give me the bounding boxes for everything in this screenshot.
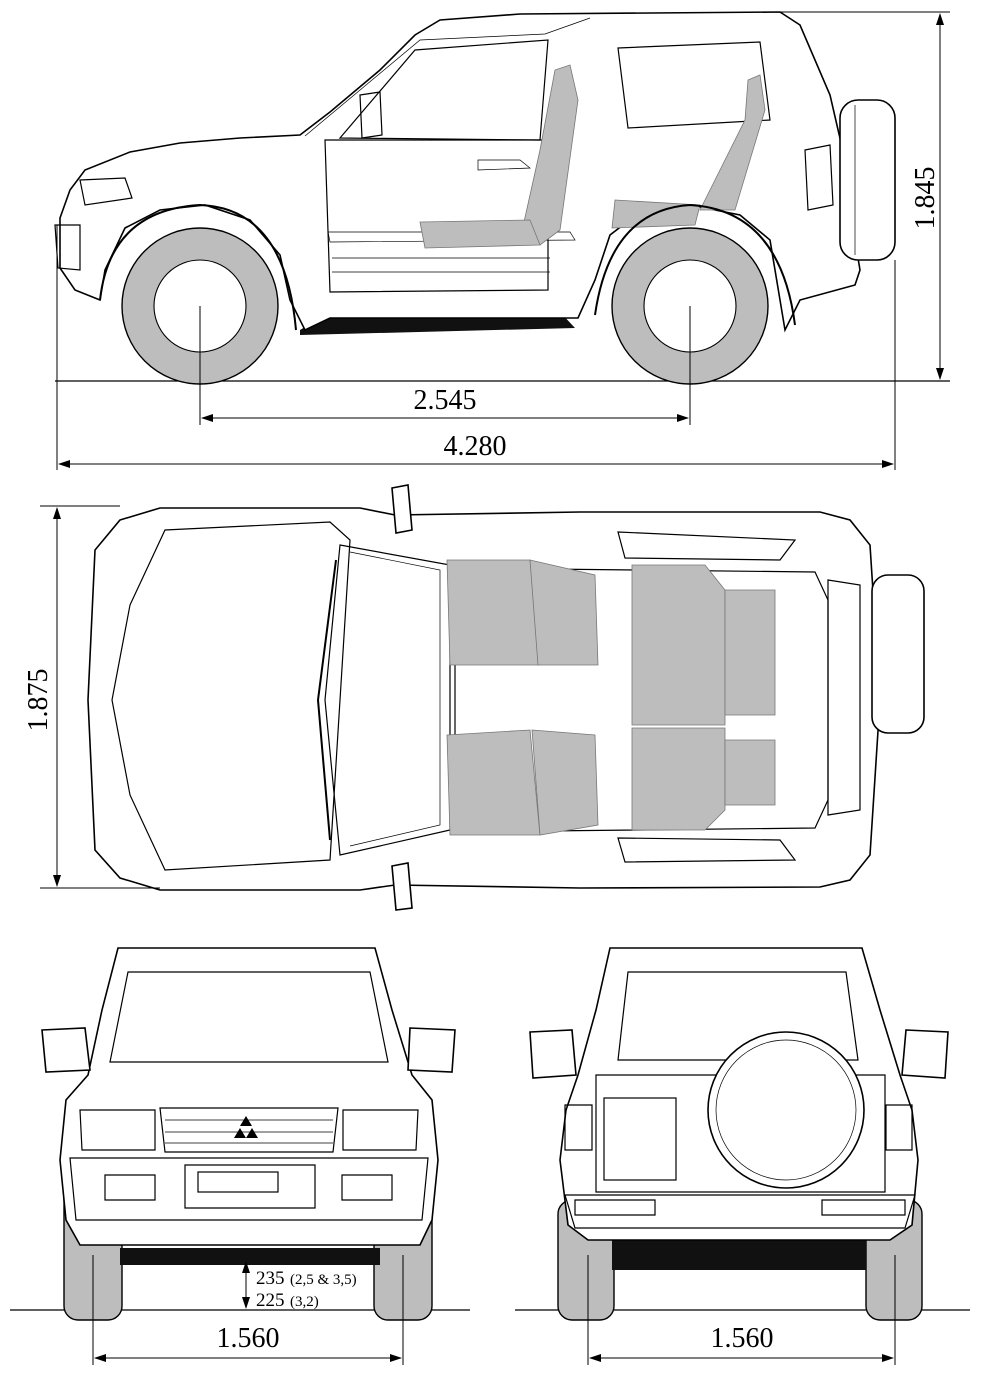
front-license-plate [197,1171,279,1193]
front-fog-left [104,1174,156,1201]
top-spare-wheel [871,574,925,734]
side-rear-window [617,41,771,129]
side-front-seat-base [419,219,541,249]
top-wiper [316,559,337,841]
rear-mirror-right [901,1029,949,1079]
width-label: 1.875 [23,669,54,732]
clearance-b-label: 225 [256,1290,285,1311]
front-bumper [69,1157,429,1221]
top-windshield [324,544,451,856]
height-label: 1.845 [910,167,941,230]
rear-plate-panel [603,1097,677,1181]
front-mirror-right [407,1027,456,1073]
rear-spare-wheel-rim [715,1039,857,1181]
side-door [324,139,549,293]
rear-track-label: 1.560 [711,1323,774,1354]
side-tail-lamp [804,144,834,211]
rear-reflector-left [574,1199,656,1216]
top-rear-bench-right [631,727,726,831]
top-rear-back-right [724,739,776,806]
top-side-window-lower [617,837,797,863]
top-front-seat-right-back [531,729,599,836]
top-view: 1.875 [23,484,925,911]
clearance-a-label: 235 [256,1268,285,1289]
rear-window [617,971,859,1061]
rear-tail-lamp-right [885,1104,913,1151]
top-hood [111,521,351,871]
top-mirror-upper [391,484,413,534]
front-badge-logo [234,1116,258,1138]
top-front-seat-right [446,729,541,836]
front-body-outline [59,947,439,1246]
top-rear-bench-left [631,564,726,726]
front-fog-right [341,1174,393,1201]
side-door-handle [477,159,531,171]
top-windshield-inner [349,551,441,847]
length-label: 4.280 [444,431,507,462]
side-mirror [359,91,383,139]
front-headlight-right [342,1109,419,1151]
rear-bumper [564,1194,916,1229]
front-windshield [109,971,389,1063]
side-front-seat-back [519,64,579,246]
front-underbody [120,1248,380,1265]
top-front-seat-left [446,559,541,666]
top-rear-back-left [724,589,776,716]
top-mirror-lower [391,862,413,911]
clearance-a-note: (2,5 & 3,5) [290,1272,357,1288]
top-front-seat-left-back [529,559,599,666]
side-headlight [79,177,133,206]
top-rear-window [827,579,861,816]
side-front-window [338,39,549,141]
front-plate-area [184,1164,316,1209]
rear-spare-wheel [707,1031,865,1189]
front-view: 235 (2,5 & 3,5) 225 (3,2) 1.560 [10,947,470,1365]
front-mirror-left [41,1027,91,1073]
rear-underbody [612,1232,866,1270]
side-rear-seat-base [611,199,701,229]
rear-tail-lamp-left [564,1104,593,1151]
rear-mirror-left [529,1029,577,1079]
rear-view: 1.560 [515,947,970,1365]
side-rear-seat-back [699,74,766,211]
top-side-window-upper [617,531,797,561]
side-view: 1.845 2.545 4.280 [54,11,950,470]
side-spare-wheel [839,99,896,261]
side-a-pillar [304,17,591,137]
front-track-label: 1.560 [217,1323,280,1354]
side-front-arch [99,203,297,331]
front-grille [159,1107,339,1153]
front-headlight-left [79,1109,156,1151]
rear-reflector-right [821,1199,906,1216]
wheelbase-label: 2.545 [414,385,477,416]
clearance-b-note: (3,2) [290,1294,319,1310]
side-rear-arch [594,203,796,326]
